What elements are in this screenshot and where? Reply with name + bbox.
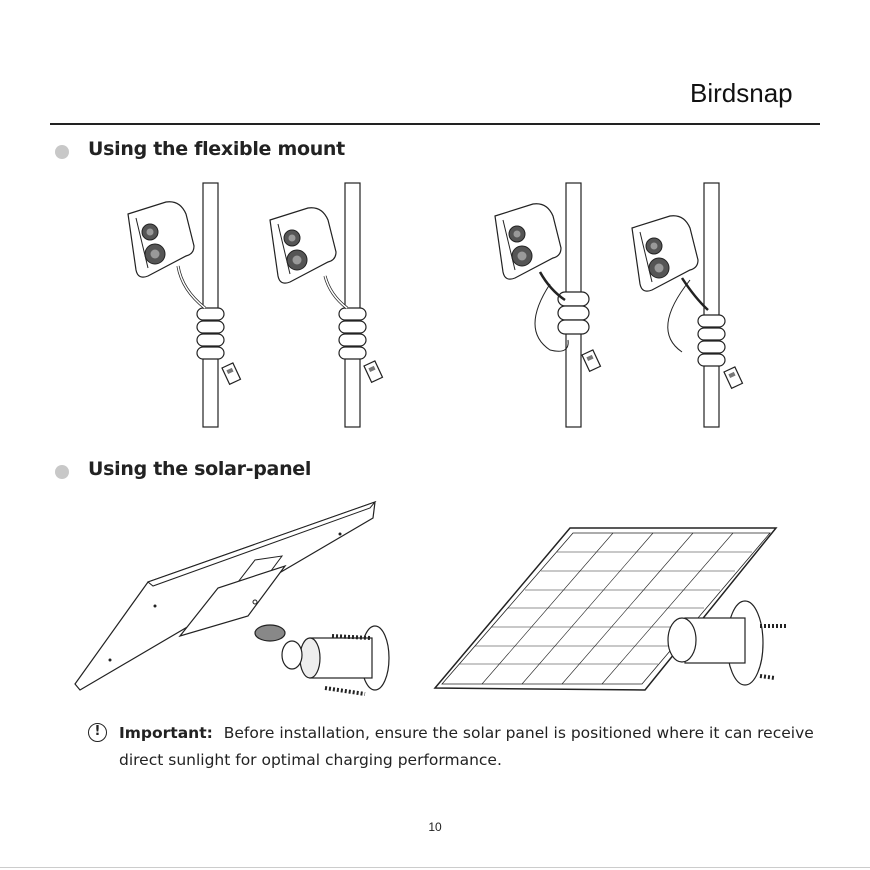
wall-bracket-left	[255, 625, 389, 694]
note-text: Before installation, ensure the solar pa…	[119, 724, 814, 769]
section-title-flexible-mount: Using the flexible mount	[88, 138, 345, 160]
section-bullet	[55, 465, 69, 479]
flexible-mount-illustration	[110, 180, 770, 430]
important-note: ! Important: Before installation, ensure…	[88, 720, 828, 774]
brand-name: Birdsnap	[690, 78, 793, 109]
solar-panel-front	[435, 528, 776, 690]
section-bullet	[55, 145, 69, 159]
note-label: Important:	[119, 724, 213, 742]
page-number: 10	[0, 820, 870, 834]
page-bottom-edge	[0, 867, 870, 868]
header-divider	[50, 123, 820, 125]
solar-panel-illustration	[70, 498, 810, 698]
exclamation-circle-icon: !	[88, 723, 107, 742]
section-title-solar-panel: Using the solar-panel	[88, 458, 311, 480]
